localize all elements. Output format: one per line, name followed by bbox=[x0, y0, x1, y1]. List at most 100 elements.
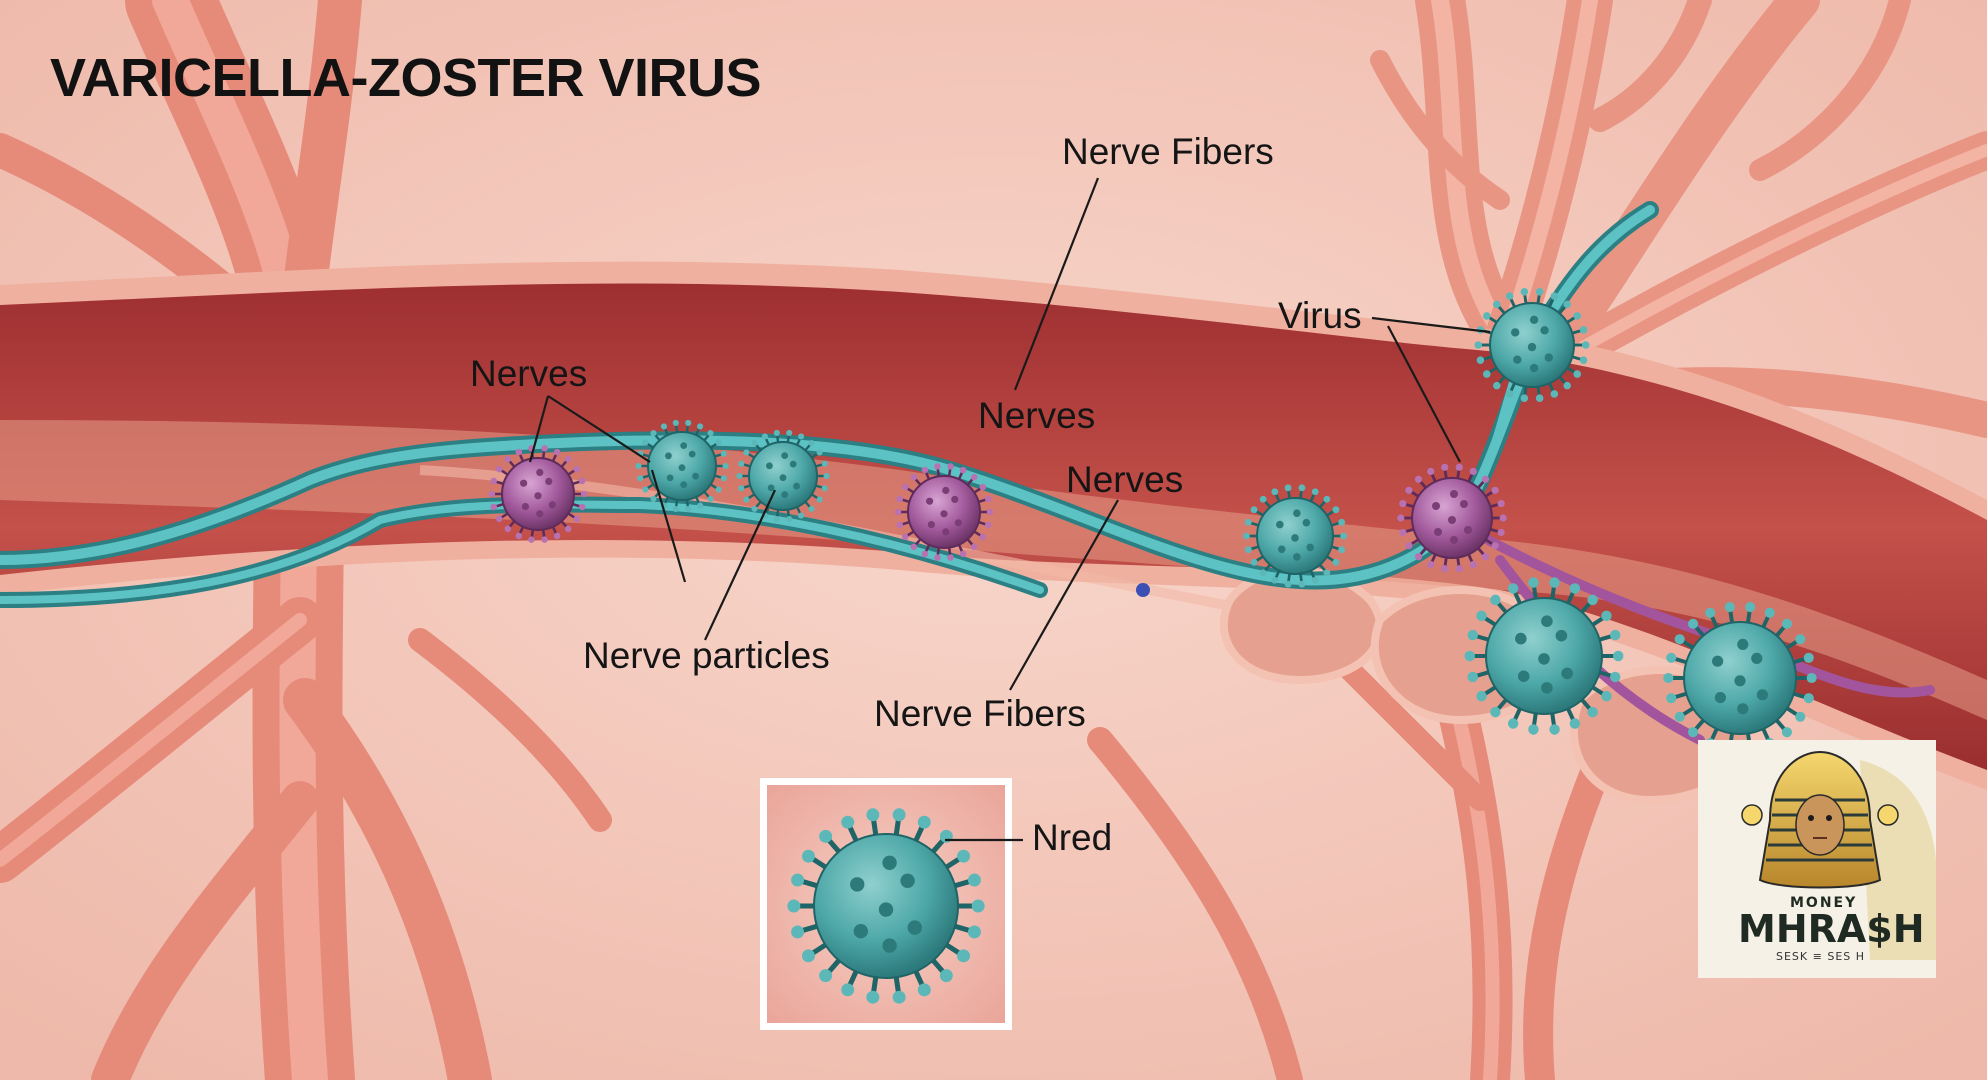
virus-surface-dot bbox=[548, 501, 557, 509]
virus-spike-tip bbox=[1497, 499, 1505, 508]
virus-spike-tip bbox=[1666, 652, 1677, 663]
virus-spike-tip bbox=[553, 448, 561, 456]
virus-spike-tip bbox=[1573, 312, 1582, 320]
virus-spike-tip bbox=[1579, 326, 1588, 334]
virus-spike-tip bbox=[1528, 724, 1539, 735]
virus-particle bbox=[736, 429, 830, 523]
virus-spike-tip bbox=[1250, 558, 1258, 566]
virus-surface-dot bbox=[942, 528, 950, 536]
virus-particle bbox=[1474, 288, 1590, 402]
virus-surface-dot bbox=[1513, 355, 1522, 364]
virus-surface-dot bbox=[793, 482, 800, 490]
virus-spike-tip bbox=[1549, 724, 1560, 735]
virus-particle bbox=[894, 463, 994, 561]
virus-spike-tip bbox=[488, 490, 496, 498]
virus-spike-tip bbox=[1340, 532, 1348, 540]
virus-spike-tip bbox=[685, 419, 692, 426]
virus-spike-tip bbox=[947, 463, 954, 470]
virus-particle bbox=[635, 419, 729, 513]
virus-surface-dot bbox=[878, 902, 894, 917]
label-nerves-mid: Nerves bbox=[978, 395, 1095, 436]
virus-spike-tip bbox=[1581, 341, 1590, 349]
virus-particles bbox=[488, 288, 1817, 754]
virus-spike-tip bbox=[894, 508, 902, 516]
virus-surface-dot bbox=[1432, 502, 1440, 510]
virus-spike-tip bbox=[578, 503, 586, 511]
virus-surface-dot bbox=[678, 464, 686, 472]
virus-spike-tip bbox=[1338, 518, 1346, 526]
virus-surface-dot bbox=[1291, 534, 1299, 542]
virus-spike-tip bbox=[715, 439, 722, 446]
virus-spike-tip bbox=[1469, 467, 1477, 476]
virus-spike-tip bbox=[1573, 370, 1582, 378]
virus-surface-dot bbox=[900, 873, 915, 888]
virus-spike-tip bbox=[1764, 607, 1775, 618]
inset-virus bbox=[787, 808, 985, 1004]
virus-surface-dot bbox=[521, 503, 530, 511]
virus-surface-dot bbox=[534, 492, 542, 500]
label-nerve-particles: Nerve particles bbox=[583, 635, 830, 676]
virus-spike-tip bbox=[1405, 486, 1413, 494]
virus-spike-tip bbox=[1688, 618, 1699, 629]
virus-surface-dot bbox=[1460, 500, 1468, 508]
virus-spike-tip bbox=[1464, 650, 1475, 662]
virus-spike-tip bbox=[1781, 618, 1792, 629]
virus-spike-tip bbox=[1550, 292, 1559, 300]
virus-spike-tip bbox=[934, 554, 941, 561]
virus-particle bbox=[1663, 602, 1817, 754]
virus-spike-tip bbox=[917, 815, 931, 829]
virus-surface-dot bbox=[1464, 526, 1472, 534]
virus-spike-tip bbox=[1427, 467, 1435, 476]
virus-spike-tip bbox=[1311, 576, 1319, 584]
virus-spike-tip bbox=[1414, 475, 1423, 483]
virus-spike-tip bbox=[1666, 693, 1677, 704]
virus-spike-tip bbox=[934, 463, 941, 470]
virus-spike-tip bbox=[1271, 488, 1279, 496]
virus-spike-tip bbox=[1795, 634, 1806, 645]
virus-spike-tip bbox=[808, 440, 815, 447]
virus-spike-tip bbox=[1244, 518, 1252, 526]
virus-spike-tip bbox=[971, 899, 985, 913]
label-nerves-right: Nerves bbox=[1066, 459, 1183, 500]
virus-spike-tip bbox=[515, 448, 523, 456]
virus-surface-dot bbox=[1517, 670, 1530, 683]
virus-spike-tip bbox=[707, 430, 714, 437]
virus-surface-dot bbox=[666, 474, 674, 482]
virus-surface-dot bbox=[1541, 682, 1553, 694]
virus-spike-tip bbox=[1569, 583, 1581, 594]
virus-spike-tip bbox=[564, 455, 572, 463]
virus-spike-tip bbox=[1242, 532, 1250, 540]
virus-spike-tip bbox=[819, 829, 833, 843]
label-virus: Virus bbox=[1278, 295, 1362, 336]
virus-spike-tip bbox=[1399, 528, 1407, 537]
virus-particle bbox=[1464, 577, 1624, 735]
virus-spike-tip bbox=[1482, 312, 1491, 320]
virus-spike-tip bbox=[808, 505, 815, 512]
virus-surface-dot bbox=[1751, 652, 1763, 665]
virus-spike-tip bbox=[504, 525, 512, 533]
virus-spike-tip bbox=[1688, 727, 1699, 738]
virus-spike-tip bbox=[1482, 370, 1491, 378]
virus-spike-tip bbox=[1569, 718, 1581, 729]
virus-spike-tip bbox=[1610, 629, 1621, 641]
virus-surface-dot bbox=[789, 460, 797, 468]
virus-spike-tip bbox=[1311, 488, 1319, 496]
virus-surface-dot bbox=[940, 510, 948, 518]
virus-spike-tip bbox=[1579, 356, 1588, 364]
virus-spike-tip bbox=[1323, 495, 1331, 503]
virus-surface-dot bbox=[766, 462, 773, 470]
virus-spike-tip bbox=[1414, 553, 1423, 561]
virus-spike-tip bbox=[573, 515, 581, 523]
virus-spike-tip bbox=[490, 503, 498, 511]
virus-spike-tip bbox=[738, 460, 745, 467]
virus-spike-tip bbox=[650, 495, 657, 502]
virus-spike-tip bbox=[1493, 381, 1501, 390]
virus-spike-tip bbox=[1338, 546, 1346, 554]
virus-spike-tip bbox=[786, 516, 793, 523]
money-mhrash-logo: MONEY MHRA$H SESK ≡ SES H bbox=[1698, 740, 1936, 978]
virus-spike-tip bbox=[1323, 569, 1331, 577]
virus-spike-tip bbox=[866, 808, 880, 822]
virus-spike-tip bbox=[939, 969, 953, 983]
virus-surface-dot bbox=[1434, 528, 1442, 536]
